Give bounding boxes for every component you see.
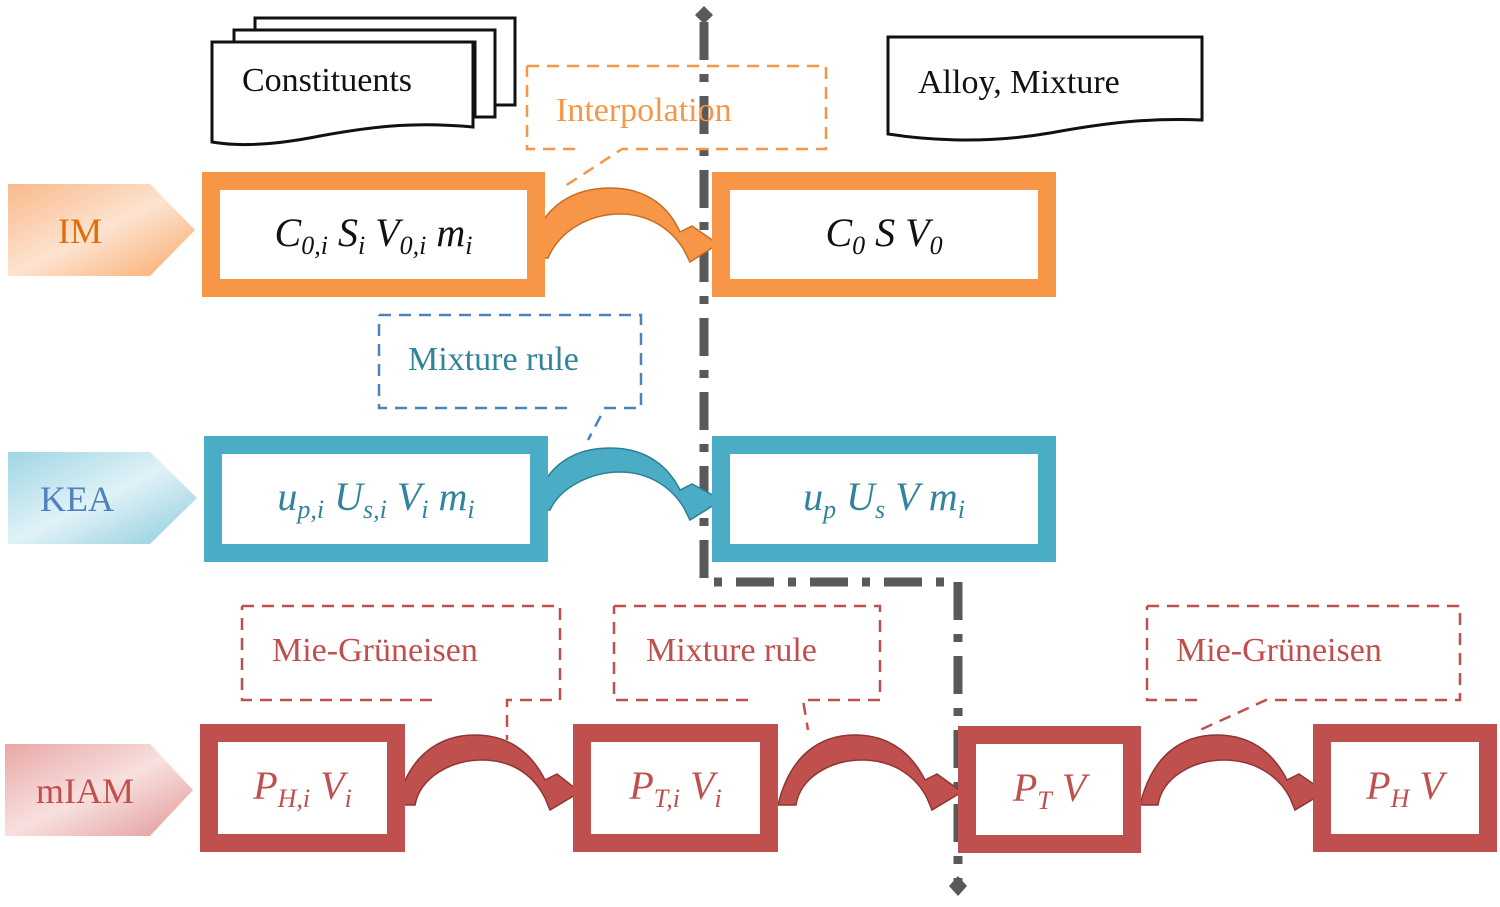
formula-subscript: H,i	[277, 784, 311, 813]
callout-mie-gruneisen-2-label: Mie-Grüneisen	[1176, 632, 1382, 669]
formula-subscript: T,i	[653, 784, 681, 813]
formula-subscript: 0	[852, 230, 866, 260]
miam-step-2-box: PT,i Vi	[573, 724, 778, 852]
miam-step-3-box: PT V	[958, 726, 1141, 853]
kea-input-formula: up,i Us,i Vi mi	[277, 473, 474, 525]
arrow-miam-1	[396, 734, 582, 812]
formula-term: Vi	[320, 763, 352, 813]
formula-subscript: i	[421, 495, 429, 524]
formula-term: up,i	[277, 474, 325, 524]
alloy-mixture-label: Alloy, Mixture	[918, 64, 1120, 101]
formula-term: V	[1061, 764, 1087, 810]
kea-input-box: up,i Us,i Vi mi	[204, 436, 548, 562]
separator-bottom-diamond	[949, 876, 967, 896]
formula-term: Us	[846, 474, 886, 524]
formula-subscript: i	[344, 784, 352, 813]
formula-term: mi	[438, 474, 475, 524]
formula-subscript: 0	[929, 230, 943, 260]
callout-interpolation-border	[525, 64, 828, 190]
callout-mixture2-border	[612, 604, 882, 731]
formula-term: up	[803, 474, 837, 524]
formula-subscript: T	[1037, 785, 1052, 815]
formula-subscript: i	[465, 230, 473, 260]
callout-mie-gruneisen-1-label: Mie-Grüneisen	[272, 632, 478, 669]
miam-step-1-box: PH,i Vi	[200, 724, 405, 852]
miam-step-4-formula: PH V	[1366, 762, 1444, 814]
formula-term: mi	[928, 474, 965, 524]
tag-im-shape	[8, 184, 195, 276]
arrow-miam-2	[777, 734, 964, 812]
alloy-doc-shape	[886, 35, 1204, 142]
formula-term: C0,i	[274, 209, 328, 260]
arrow-kea	[532, 447, 724, 522]
formula-term: S	[875, 209, 896, 255]
formula-subscript: i	[957, 495, 965, 524]
kea-output-box: up Us V mi	[712, 436, 1056, 562]
formula-term: PH,i	[253, 763, 311, 813]
separator-top-diamond	[695, 6, 713, 24]
formula-term: V	[895, 474, 919, 519]
formula-term: Vi	[690, 763, 722, 813]
formula-term: PH	[1366, 763, 1410, 813]
formula-term: Vi	[396, 474, 429, 524]
callout-kea-mixture-border	[377, 313, 643, 441]
formula-term: PT	[1012, 764, 1052, 815]
tag-im: IM	[58, 211, 102, 251]
miam-step-2-formula: PT,i Vi	[629, 762, 721, 814]
constituents-label: Constituents	[242, 62, 413, 99]
im-input-box: C0,i Si V0,i mi	[202, 172, 545, 297]
callout-mie1-border	[240, 604, 562, 740]
formula-subscript: p,i	[297, 495, 325, 524]
callout-interpolation-label: Interpolation	[556, 92, 732, 129]
im-input-formula: C0,i Si V0,i mi	[275, 209, 473, 261]
formula-term: Si	[337, 209, 366, 260]
formula-subscript: s,i	[362, 495, 387, 524]
formula-term: C0	[825, 209, 866, 260]
formula-subscript: 0,i	[399, 230, 427, 260]
callout-mixture-rule-2-label: Mixture rule	[646, 632, 817, 669]
callout-kea-mixture-label: Mixture rule	[408, 341, 579, 378]
formula-term: V	[1419, 763, 1444, 808]
tag-miam: mIAM	[36, 771, 134, 811]
formula-subscript: s	[874, 495, 886, 524]
tag-kea-shape	[8, 452, 197, 544]
im-output-formula: C0 S V0	[825, 209, 942, 261]
miam-step-1-formula: PH,i Vi	[253, 762, 352, 814]
formula-term: mi	[436, 209, 473, 260]
formula-subscript: i	[714, 784, 722, 813]
arrow-im	[527, 187, 720, 264]
formula-term: V0,i	[375, 209, 427, 260]
formula-subscript: i	[467, 495, 475, 524]
callout-mie2-border	[1145, 604, 1462, 732]
tag-miam-shape	[5, 744, 193, 836]
kea-output-formula: up Us V mi	[803, 473, 965, 525]
formula-term: PT,i	[629, 763, 681, 813]
formula-term: Us,i	[334, 474, 387, 524]
constituents-doc-shape	[210, 16, 517, 146]
formula-subscript: 0,i	[301, 230, 328, 260]
formula-subscript: p	[823, 495, 837, 524]
formula-term: V0	[905, 209, 943, 260]
formula-subscript: i	[357, 230, 366, 260]
tag-kea: KEA	[40, 479, 114, 519]
miam-step-3-formula: PT V	[1013, 764, 1086, 816]
formula-subscript: H	[1390, 784, 1410, 813]
arrow-miam-3	[1139, 734, 1327, 812]
im-output-box: C0 S V0	[712, 172, 1056, 297]
miam-step-4-box: PH V	[1313, 724, 1497, 852]
